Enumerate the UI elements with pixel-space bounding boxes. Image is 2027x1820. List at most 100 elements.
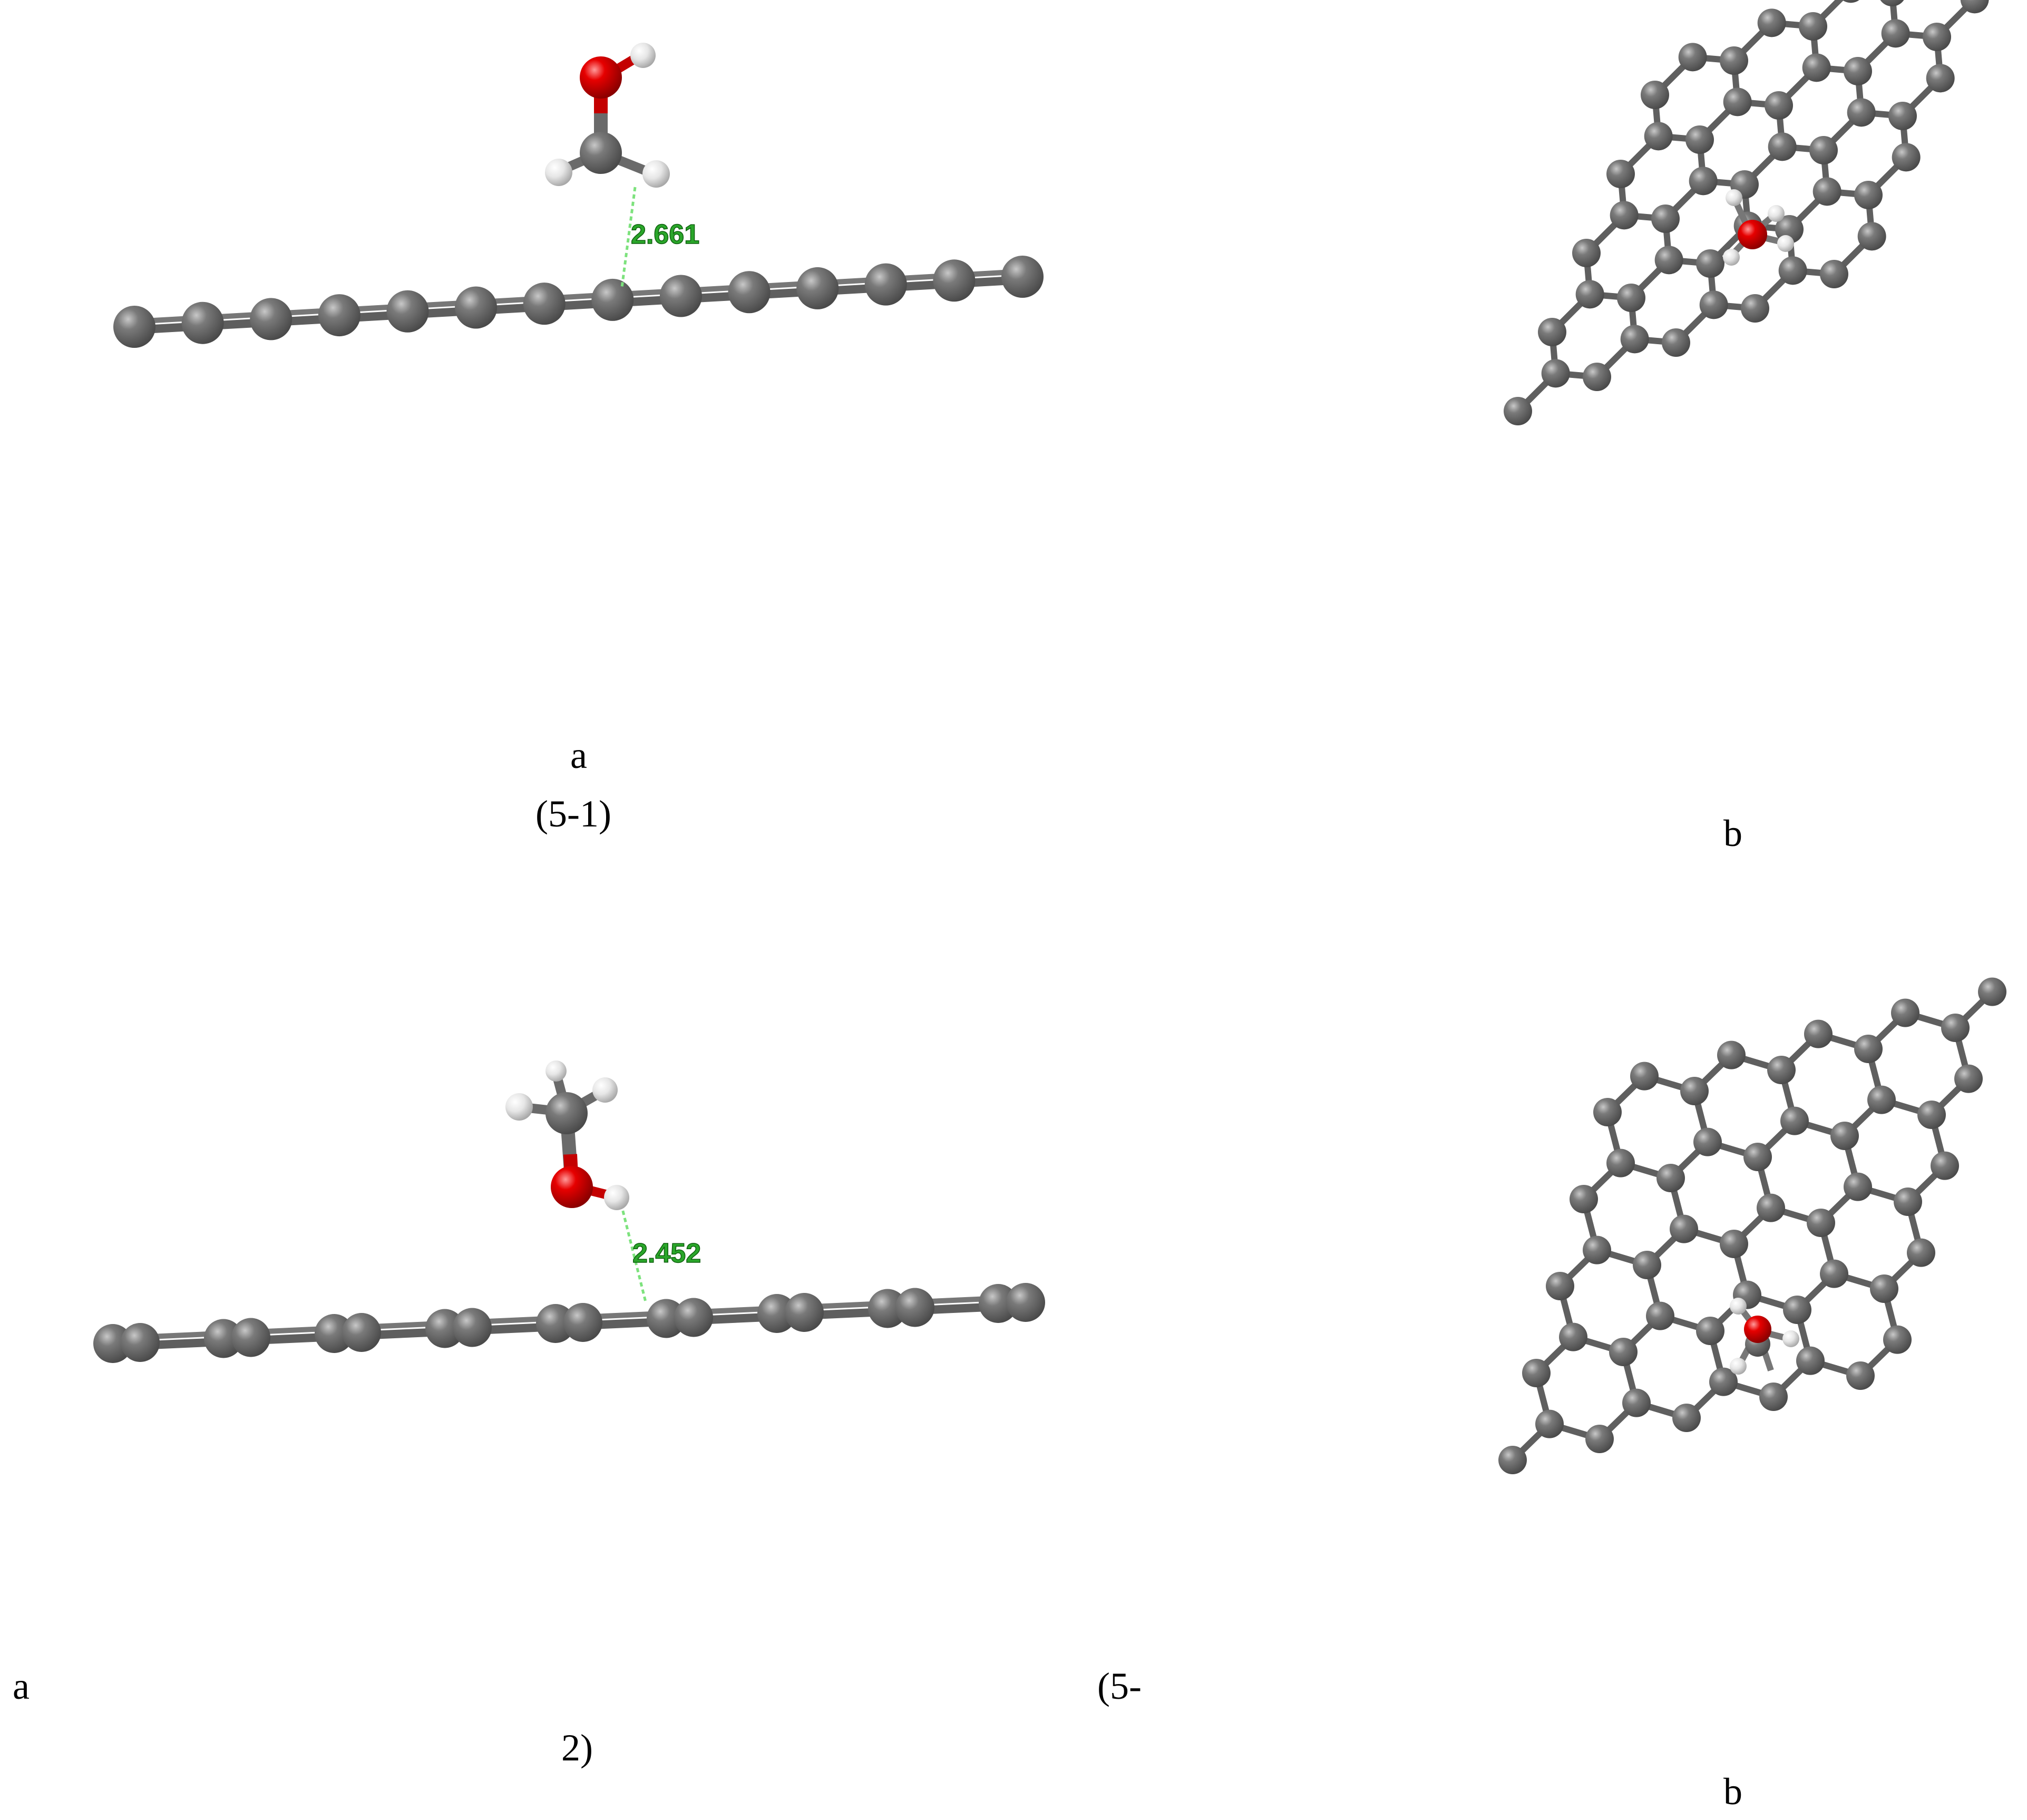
carbon-atom: [1923, 23, 1951, 51]
carbon-atom: [1759, 1383, 1788, 1411]
carbon-atom: [204, 1319, 243, 1358]
carbon-atom: [1796, 1346, 1825, 1375]
carbon-atom: [121, 1323, 160, 1362]
carbon-atom: [1644, 122, 1673, 151]
carbon-atom: [1678, 43, 1707, 72]
carbon-atom: [1723, 87, 1752, 116]
carbon-atom: [1842, 0, 1859, 3]
carbon-atom: [1546, 1272, 1574, 1300]
carbon-atom: [231, 1318, 270, 1357]
graphene-sheet-top-5-2: [1498, 977, 2006, 1474]
carbon-atom: [1783, 1296, 1811, 1324]
carbon-atom: [1847, 98, 1876, 127]
distance-label-5-2: 2.452: [632, 1238, 701, 1269]
hydrogen-atom: [1730, 1358, 1747, 1375]
carbon-atom: [1907, 1238, 1935, 1267]
methanol-molecule-top-5-1: [1723, 189, 1794, 266]
carbon-atom: [1867, 1085, 1896, 1114]
carbon-atom: [1656, 1164, 1685, 1192]
hydrogen-atom: [1726, 189, 1742, 206]
carbon-atom: [1768, 132, 1797, 161]
carbon-atom: [979, 1284, 1018, 1323]
carbon-atom: [1854, 181, 1883, 209]
carbon-atom: [1585, 1425, 1614, 1453]
carbon-atom: [1743, 1143, 1772, 1171]
hydrogen-atom: [1777, 235, 1794, 252]
carbon-atom: [536, 1304, 575, 1343]
carbon-atom: [933, 259, 976, 302]
oxygen-atom: [1738, 220, 1767, 249]
carbon-atom: [1583, 363, 1611, 391]
carbon-atom: [1891, 998, 1919, 1027]
carbon-atom: [523, 283, 566, 325]
carbon-atom: [1685, 125, 1714, 154]
carbon-atom: [1757, 1193, 1785, 1222]
carbon-atom: [386, 290, 429, 333]
carbon-atom: [591, 278, 634, 321]
carbon-atom: [113, 306, 155, 348]
carbon-atom: [1780, 1106, 1809, 1135]
carbon-atom: [1830, 1122, 1859, 1150]
carbon-atom: [1570, 1185, 1598, 1213]
carbon-atom: [1870, 1274, 1898, 1303]
carbon-atom: [1662, 328, 1690, 357]
carbon-atom: [1610, 201, 1639, 230]
carbon-atom: [757, 1294, 796, 1333]
carbon-atom: [1820, 260, 1848, 288]
carbon-atom: [1799, 12, 1827, 41]
carbon-atom: [1651, 205, 1680, 233]
carbon-atom: [1954, 1064, 1983, 1093]
carbon-atom: [1693, 1127, 1722, 1156]
carbon-atom: [1741, 294, 1769, 323]
hydrogen-atom: [1723, 249, 1740, 266]
carbon-atom: [1880, 0, 1904, 6]
carbon-atom: [1844, 1172, 1872, 1201]
hydrogen-atom: [642, 160, 670, 188]
carbon-atom: [1654, 246, 1683, 275]
panel-5-1-top-view: [1504, 0, 1989, 425]
carbon-atom: [455, 286, 498, 329]
carbon-atom: [1672, 1404, 1701, 1432]
carbon-atom: [1622, 1388, 1651, 1417]
carbon-atom: [1809, 136, 1838, 164]
carbon-atom: [1541, 359, 1570, 388]
carbon-atom: [1696, 1317, 1724, 1345]
carbon-atom: [1583, 1235, 1611, 1264]
carbon-atom: [1646, 1301, 1674, 1330]
carbon-atom: [453, 1308, 492, 1347]
carbon-atom: [1802, 53, 1831, 82]
carbon-atom: [1941, 1014, 1970, 1042]
carbon-atom: [1931, 1151, 1959, 1180]
carbon-atom: [785, 1293, 824, 1332]
carbon-atom: [895, 1288, 934, 1327]
oxygen-atom: [551, 1166, 593, 1208]
carbon-atom: [674, 1298, 713, 1337]
label-paren-open-5-2: (5-: [1097, 1665, 1142, 1707]
carbon-atom: [1757, 8, 1786, 37]
carbon-atom: [1857, 222, 1886, 251]
carbon-atom: [1001, 256, 1044, 298]
label-a-5-2: a: [13, 1665, 30, 1707]
carbon-atom: [1572, 239, 1601, 267]
carbon-atom: [563, 1303, 602, 1342]
graphene-sheet-side-5-2: [93, 1283, 1045, 1363]
carbon-atom: [868, 1289, 907, 1328]
carbon-atom: [1767, 1056, 1796, 1084]
carbon-atom: [1689, 167, 1718, 196]
carbon-atom: [93, 1324, 132, 1363]
carbon-atom: [1504, 397, 1532, 425]
carbon-atom: [1892, 143, 1921, 172]
carbon-atom: [1609, 1338, 1638, 1366]
hydrogen-atom: [545, 159, 572, 186]
hydrogen-atom: [1768, 205, 1785, 222]
carbon-atom: [1888, 102, 1917, 130]
carbon-atom: [1883, 1325, 1912, 1354]
carbon-atom: [1804, 1019, 1833, 1048]
carbon-atom: [1846, 1361, 1875, 1390]
carbon-atom: [1917, 1101, 1946, 1129]
carbon-atom: [1881, 19, 1910, 48]
carbon-atom: [1696, 249, 1724, 278]
carbon-atom: [1593, 1098, 1622, 1126]
carbon-atom: [1617, 284, 1645, 312]
